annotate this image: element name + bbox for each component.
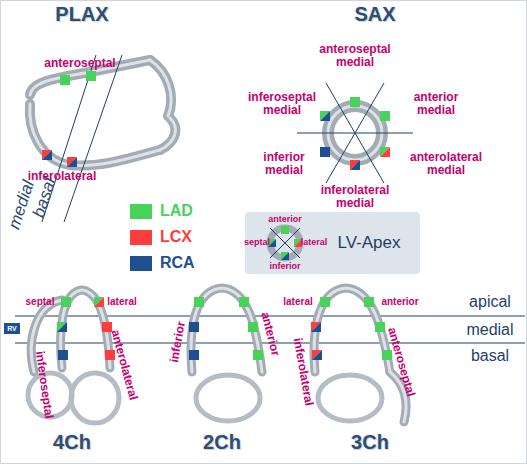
- legend-entry: LAD: [130, 202, 193, 220]
- wall-label: lateral: [107, 296, 136, 307]
- node-text: inferior: [269, 262, 300, 272]
- apex-ring: [268, 226, 302, 260]
- level-label: apical: [469, 293, 511, 311]
- node-text: RV: [7, 325, 17, 333]
- legend-text: LCX: [160, 228, 192, 246]
- use-shape: [350, 160, 360, 170]
- path-shape: [191, 288, 262, 372]
- path-shape: [314, 288, 390, 372]
- wall-label: inferior: [168, 320, 188, 363]
- legend-entry: RCA: [130, 254, 195, 272]
- two-chamber-segments: [189, 297, 263, 360]
- use-shape: [189, 322, 199, 332]
- use-shape: [57, 322, 67, 332]
- segment-label: anterolateral medial: [410, 151, 482, 177]
- use-shape: [253, 350, 263, 360]
- path-shape: [160, 118, 175, 150]
- use-shape: [281, 252, 289, 260]
- use-shape: [320, 111, 330, 121]
- node-text: anterior: [268, 215, 302, 225]
- path-shape: [191, 288, 262, 372]
- g-shape: [30, 60, 176, 166]
- plax-segments: [42, 71, 96, 167]
- view-heading: 2Ch: [203, 431, 241, 453]
- node-text: septal: [244, 238, 270, 248]
- node-text: lateral: [301, 238, 328, 248]
- apex-box: anterior septal lateral inferior LV-Apex: [245, 212, 420, 274]
- use-shape: [67, 157, 77, 167]
- view-heading: PLAX: [55, 3, 108, 25]
- wall-label: inferolateral: [28, 170, 97, 183]
- use-shape: [375, 322, 385, 332]
- node-text: LV-Apex: [337, 234, 400, 253]
- level-label: medial: [466, 321, 513, 339]
- chamber-box: RV: [4, 323, 20, 334]
- use-shape: [194, 297, 204, 307]
- view-heading: SAX: [354, 3, 395, 25]
- four-chamber-walls: [28, 290, 119, 423]
- use-shape: [312, 350, 322, 360]
- use-shape: [86, 71, 96, 81]
- path-shape: [30, 104, 160, 166]
- wall-label: anteroseptal: [44, 57, 115, 70]
- use-shape: [248, 322, 258, 332]
- path-shape: [314, 288, 390, 372]
- four-chamber-segments: [57, 297, 115, 360]
- wall-label: anterior: [381, 296, 418, 307]
- use-shape: [350, 97, 360, 107]
- legend-text: RCA: [160, 254, 195, 272]
- legend-entry: LCX: [130, 228, 192, 246]
- path-shape: [150, 60, 171, 116]
- ellipse-shape: [71, 373, 119, 423]
- legend-swatch: [130, 230, 152, 245]
- legend-swatch: [130, 256, 152, 271]
- segment-label: inferoseptal medial: [248, 91, 316, 117]
- path-shape: [150, 60, 171, 116]
- ellipse-shape: [196, 375, 260, 421]
- g-shape: [30, 60, 176, 166]
- use-shape: [189, 350, 199, 360]
- line-shape: [326, 83, 384, 183]
- use-shape: [58, 350, 68, 360]
- view-heading: 4Ch: [53, 431, 91, 453]
- wall-label: lateral: [283, 296, 312, 307]
- use-shape: [380, 147, 390, 157]
- segment-label: anterior medial: [414, 91, 459, 117]
- use-shape: [320, 297, 330, 307]
- three-chamber-segments: [311, 297, 392, 360]
- segment-label: inferior medial: [263, 151, 304, 177]
- use-shape: [60, 75, 70, 85]
- line-shape: [64, 55, 122, 222]
- use-shape: [364, 297, 374, 307]
- wall-label: septal: [26, 296, 55, 307]
- level-label: basal: [471, 347, 509, 365]
- use-shape: [42, 150, 52, 160]
- two-chamber-walls: [191, 288, 262, 421]
- legend-swatch: [130, 204, 152, 219]
- line-shape: [326, 83, 384, 183]
- use-shape: [311, 322, 321, 332]
- use-shape: [320, 147, 330, 157]
- view-heading: 3Ch: [351, 431, 389, 453]
- segment-label: anteroseptal medial: [319, 43, 390, 69]
- legend-text: LAD: [160, 202, 193, 220]
- use-shape: [380, 111, 390, 121]
- use-shape: [61, 297, 71, 307]
- path-shape: [30, 104, 160, 166]
- use-shape: [239, 297, 249, 307]
- use-shape: [281, 226, 289, 234]
- plax-walls: [30, 60, 176, 166]
- path-shape: [160, 118, 175, 150]
- apex-panel: [245, 212, 420, 274]
- use-shape: [94, 297, 104, 307]
- segment-label: inferolateral medial: [321, 184, 390, 210]
- ellipse-shape: [318, 375, 382, 421]
